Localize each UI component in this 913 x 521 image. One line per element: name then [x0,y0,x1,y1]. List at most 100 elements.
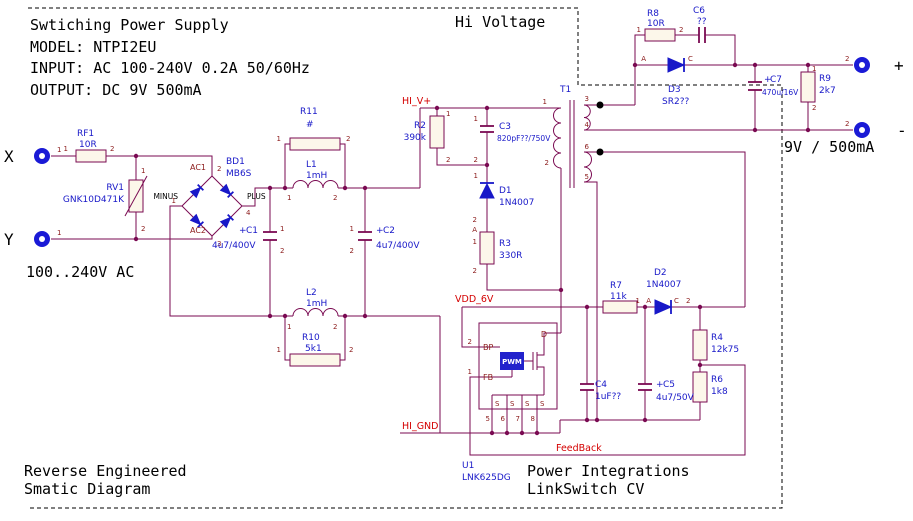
component-c4: C4 1uF?? [580,380,621,402]
l1-value: 1mH [306,171,327,181]
u1-pin-s4-num: 8 [531,415,535,423]
l2-value: 1mH [306,299,327,309]
terminal-y-label: Y [4,230,14,249]
d2-ref: D2 [654,268,667,278]
d2-anode-mark: A [646,297,651,305]
c2-value: 4u7/400V [376,241,420,251]
secondary-coil [583,104,591,131]
u1-ref: U1 [462,461,474,471]
bp-wire [461,307,479,348]
feedback-wires [469,364,746,456]
component-r4: R4 12k75 [692,329,739,361]
u1-pin-d: D [541,330,547,339]
component-d1: D1 1N4007 1 2 A [472,172,534,234]
r2-value: 390k [404,133,427,143]
footer-line1: Reverse Engineered [24,462,187,480]
title-block: Swtiching Power Supply MODEL: NTPI2EU IN… [30,16,310,99]
r3-pin2: 2 [473,267,477,275]
r11-pin1: 1 [277,135,281,143]
c7-polarity-mark: + [764,75,772,85]
c5-ref: C5 [663,380,675,390]
r7-value: 11k [610,292,627,302]
l2-ref: L2 [306,288,317,298]
t1-pin4: 4 [585,121,590,129]
d1-ref: D1 [499,186,512,196]
drain-wire [557,168,562,334]
u1-pin-s: S [495,400,500,408]
d3-anode-mark: A [641,55,646,63]
r10-pin2: 2 [349,346,353,354]
bd1-ac2: AC2 [190,226,206,235]
component-r9: R9 2k7 1 2 [800,65,836,112]
u1-pin-bp: BP [483,343,493,352]
d2-value: 1N4007 [646,280,681,290]
component-d2: D2 1N4007 1 A C 2 [636,268,690,315]
r4-value: 12k75 [711,345,739,355]
r8-value: 10R [647,19,665,29]
component-r2: R2 390k 1 2 [404,110,451,164]
inductor-coil [292,180,339,189]
u1-pin-s: S [510,400,515,408]
t1-pin5: 5 [585,173,589,181]
brand-line1: Power Integrations [527,462,690,480]
resistor-body [479,231,495,265]
r6-ref: R6 [711,375,723,385]
input-ac-label: 100..240V AC [26,263,134,281]
r6-value: 1k8 [711,387,728,397]
r8-pin2: 2 [679,26,683,34]
bd1-pin2: 2 [217,165,221,173]
c2-polarity-mark: + [376,226,384,236]
bd1-ref: BD1 [226,157,245,167]
d1-anode-mark: A [472,226,477,234]
l1-pin2: 2 [333,194,337,202]
inductor-coil [292,308,339,317]
u1-pin-s1-num: 5 [486,415,490,423]
output-dc-label: 9V / 500mA [784,138,874,156]
c4-ref: C4 [595,380,607,390]
c1-polarity-mark: + [239,226,247,236]
title-line1: Swtiching Power Supply [30,16,229,34]
c3-ref: C3 [499,122,511,132]
t1-pin6: 6 [585,143,590,151]
r10-stubs [284,316,346,361]
terminal-minus: - 2 [845,120,907,140]
hi-voltage-boundary [28,7,783,509]
bridge-diode [189,213,202,226]
r2-pin1: 1 [446,110,450,118]
resistor-body [692,329,708,361]
component-r8: R8 10R 1 2 [637,9,683,42]
terminal-x-label: X [4,147,14,166]
wire-network [51,34,853,456]
d3-value: SR2?? [662,97,689,107]
component-c5: + C5 4u7/50V [638,380,695,403]
c3-pin1: 1 [474,115,478,123]
net-hi-gnd-rail [400,419,700,434]
d2-cathode-mark: C [674,297,679,305]
bd1-plus-label: PLUS [247,192,266,201]
component-r3: R3 330R 1 2 [473,231,522,275]
c2-pin1: 1 [350,225,354,233]
component-rv1: RV1 GNK10D471K 1 2 [63,167,148,233]
r3-ref: R3 [499,239,511,249]
u1-pin-s3-num: 7 [516,415,520,423]
rf1-pin2: 2 [110,145,114,153]
polarity-dot [596,148,604,156]
dc-rail-wires [169,108,441,433]
l1-ref: L1 [306,160,317,170]
l2-pin2: 2 [333,323,337,331]
pwm-block [500,352,524,370]
c2-pin2: 2 [350,247,354,255]
r8-pin1: 1 [637,26,641,34]
component-rf1: RF1 10R 1 2 [64,129,114,163]
terminal-y: Y 1 [4,229,61,249]
primary-coil [553,107,562,169]
title-line3: INPUT: AC 100-240V 0.2A 50/60Hz [30,59,310,77]
l2-pin1: 1 [287,323,291,331]
c6-value: ?? [697,17,707,27]
component-r7: R7 11k [602,281,638,314]
component-c3: C3 820pF??/750V 1 2 [474,115,552,164]
pwm-label: PWM [502,358,522,366]
component-r10: R10 5k1 1 2 [277,333,353,367]
r11-value: # [306,120,314,130]
r4-ref: R4 [711,333,723,343]
